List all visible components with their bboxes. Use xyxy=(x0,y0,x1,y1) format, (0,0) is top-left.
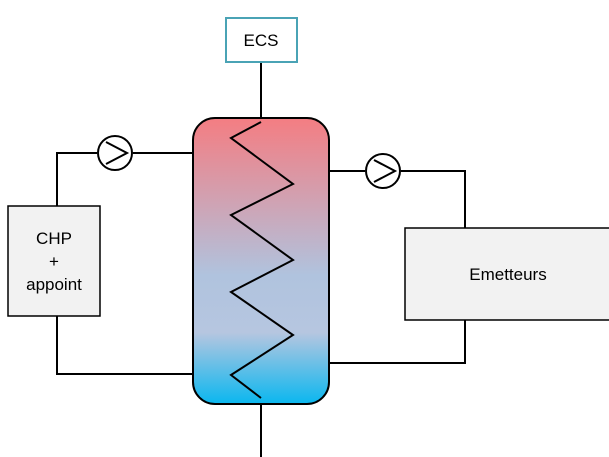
emitters-box xyxy=(404,227,609,321)
ecs-label: ECS xyxy=(244,31,279,50)
emitters-return-pipe xyxy=(329,320,466,364)
chp-label-line2: + xyxy=(49,252,59,271)
emitters-label: Emetteurs xyxy=(469,265,546,284)
chp-return-pipe xyxy=(56,316,193,375)
emitters-supply-pipe xyxy=(401,170,466,228)
chp-box xyxy=(7,205,101,317)
heat-exchanger-coil xyxy=(229,121,295,399)
chp-label-line3: appoint xyxy=(26,275,82,294)
pump-icon xyxy=(97,135,133,171)
chp-supply-pipe xyxy=(56,152,97,206)
pump-icon xyxy=(365,153,401,189)
storage-tank xyxy=(192,117,330,405)
chp-label-line1: CHP xyxy=(36,229,72,248)
ecs-box xyxy=(225,17,298,63)
